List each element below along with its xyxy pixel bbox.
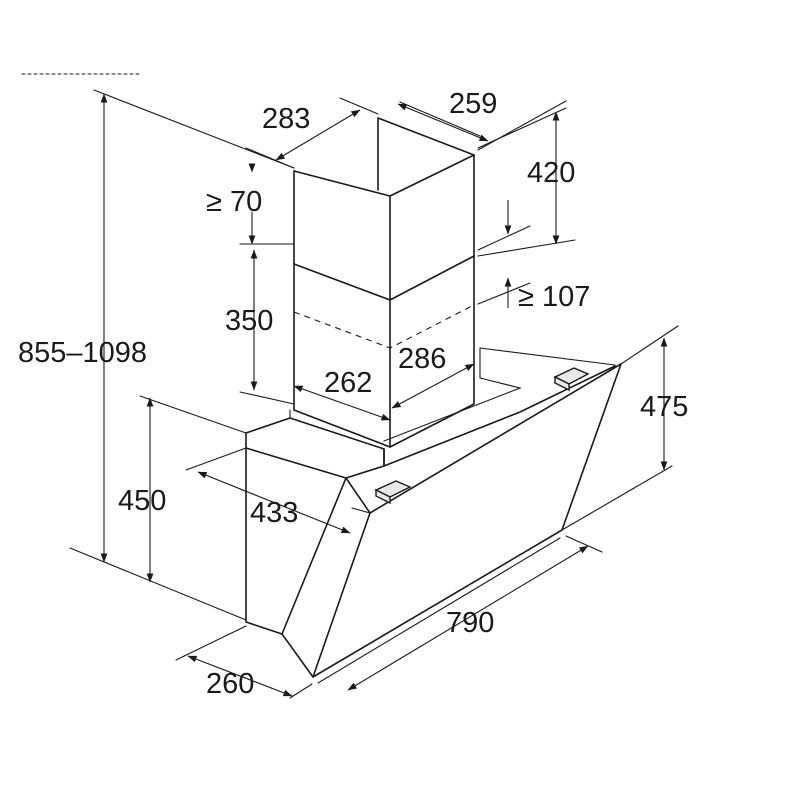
label-inner-width: 262 [324,367,372,399]
label-chimney-width: 259 [449,88,497,120]
chimney [293,117,475,448]
hood-body [245,347,622,684]
lower-chimney [293,170,475,448]
label-hood-depth: 433 [250,497,298,529]
label-hood-height: 475 [640,391,688,423]
label-hood-width: 790 [446,607,494,639]
label-total-height: 855–1098 [18,337,147,369]
label-bottom-depth: 260 [206,668,254,700]
upper-chimney [377,117,475,257]
label-inner-depth: 286 [398,343,446,375]
label-body-height: 450 [118,485,166,517]
label-lower-chimney-height: 350 [225,305,273,337]
panel-clip-left [374,480,412,505]
label-upper-chimney-height: 420 [527,157,575,189]
panel-clip-right [553,367,590,392]
hidden-overlap-line [293,304,475,349]
hood-back-box [245,417,385,479]
dimension-lines [69,89,679,699]
label-min-top-gap: ≥ 70 [206,186,262,218]
label-chimney-overlap: ≥ 107 [518,281,590,313]
label-chimney-depth: 283 [262,103,310,135]
hood-top-deck [383,365,616,467]
dimension-labels: 283 259 420 ≥ 70 ≥ 107 350 855–1098 262 … [18,88,688,700]
